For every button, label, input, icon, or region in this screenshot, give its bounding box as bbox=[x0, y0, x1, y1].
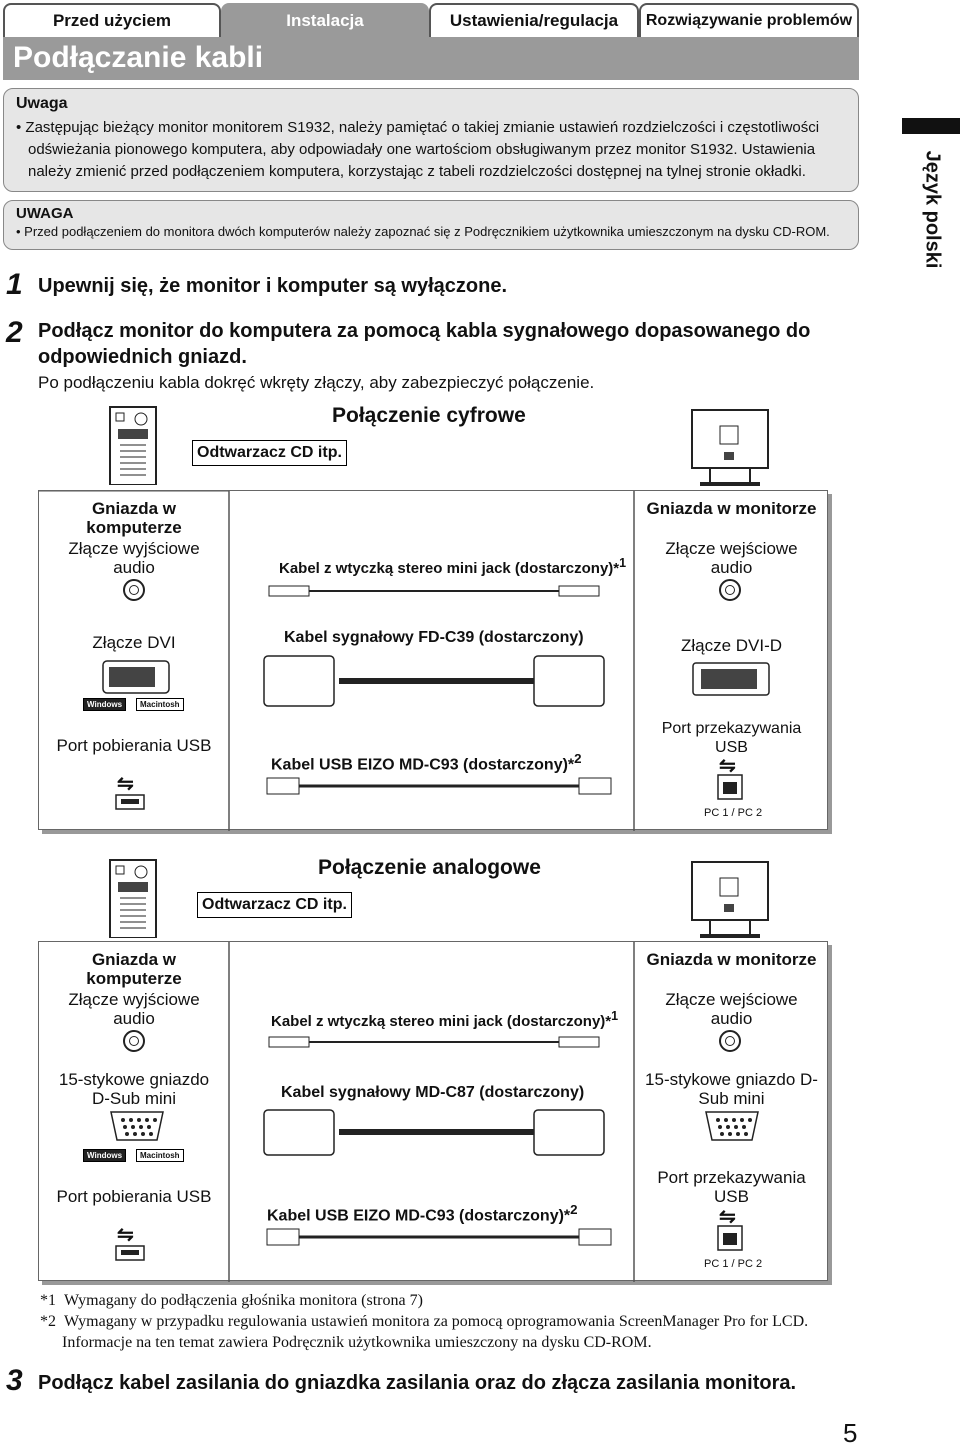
step-1-number: 1 bbox=[6, 268, 23, 301]
step-2-text: Podłącz monitor do komputera za pomocą k… bbox=[38, 320, 811, 368]
pc-tower-icon bbox=[109, 406, 157, 485]
side-tab-label: Język polski bbox=[921, 150, 944, 269]
right-head-text: Gniazda w monitorze bbox=[646, 499, 817, 518]
pc-label: PC 1 / PC 2 bbox=[704, 1258, 763, 1270]
tab-rozwiazywanie[interactable]: Rozwiązywanie problemów bbox=[639, 3, 859, 37]
audio-jack-icon bbox=[719, 1030, 741, 1052]
digital-right-head: Gniazda w monitorze bbox=[644, 499, 819, 518]
note-box-uwaga-2: UWAGA • Przed podłączeniem do monitora d… bbox=[3, 200, 859, 250]
dsub-port-icon bbox=[705, 1111, 759, 1141]
digital-left-head: Gniazda w komputerze bbox=[49, 499, 219, 537]
analog-right-video: 15-stykowe gniazdo D-Sub mini bbox=[645, 1070, 818, 1108]
footnote-1-ref: 1 bbox=[611, 1009, 619, 1023]
footnote-2-text: Wymagany w przypadku regulowania ustawie… bbox=[62, 1313, 809, 1351]
page-title: Podłączanie kabli bbox=[3, 37, 859, 80]
cd-player-box: Odtwarzacz CD itp. bbox=[197, 892, 352, 918]
digital-left-audio: Złącze wyjściowe audio bbox=[68, 539, 200, 577]
language-side-tab: Język polski bbox=[902, 118, 960, 282]
page-number: 5 bbox=[843, 1418, 858, 1448]
note2-text: • Przed podłączeniem do monitora dwóch k… bbox=[16, 224, 830, 239]
usb-icon: ⇋ bbox=[117, 773, 134, 795]
note-box-uwaga: Uwaga • Zastępując bieżący monitor monit… bbox=[3, 88, 859, 192]
dvi-port-icon bbox=[102, 660, 170, 694]
dvi-d-port-icon bbox=[692, 662, 770, 696]
digital-cable-audio: Kabel z wtyczką stereo mini jack (dostar… bbox=[279, 556, 626, 577]
digital-left-usb: Port pobierania USB bbox=[56, 736, 212, 755]
tab-instalacja[interactable]: Instalacja bbox=[221, 3, 429, 37]
audio-jack-icon bbox=[719, 579, 741, 601]
footnote-1-text: Wymagany do podłączenia głośnika monitor… bbox=[64, 1292, 423, 1309]
digital-connection-title: Połączenie cyfrowe bbox=[332, 404, 526, 427]
analog-diagram: Gniazda w komputerze Złącze wyjściowe au… bbox=[38, 941, 828, 1282]
digital-diagram: Gniazda w komputerze Złącze wyjściowe au… bbox=[38, 490, 828, 831]
note2-text-content: Przed podłączeniem do monitora dwóch kom… bbox=[24, 224, 830, 239]
windows-badge: Windows bbox=[83, 1149, 127, 1162]
digital-cable-usb: Kabel USB EIZO MD-C93 (dostarczony)*2 bbox=[271, 751, 582, 774]
audio-jack-icon bbox=[123, 579, 145, 601]
note2-title: UWAGA bbox=[16, 205, 74, 222]
left-head-text: Gniazda w komputerze bbox=[86, 950, 182, 988]
footnote-2-ref: 2 bbox=[574, 751, 582, 766]
usb-icon: ⇋ bbox=[719, 1206, 736, 1228]
footnote-2-ref: 2 bbox=[570, 1202, 578, 1217]
analog-cable-usb: Kabel USB EIZO MD-C93 (dostarczony)*2 bbox=[267, 1202, 578, 1225]
digital-divider-lines bbox=[39, 491, 635, 831]
step-1-text: Upewnij się, że monitor i komputer są wy… bbox=[38, 275, 508, 297]
step-2-number: 2 bbox=[6, 316, 23, 349]
pc-tower-icon bbox=[109, 859, 157, 938]
step-2-subtext: Po podłączeniu kabla dokręć wkręty złącz… bbox=[38, 373, 595, 392]
digital-right-usb: Port przekazywania USB bbox=[661, 720, 802, 756]
step-3-number: 3 bbox=[6, 1364, 23, 1397]
usb-b-port-icon bbox=[717, 1225, 743, 1251]
analog-right-head: Gniazda w monitorze bbox=[644, 950, 819, 969]
note-title: Uwaga bbox=[16, 95, 68, 112]
analog-right-usb: Port przekazywania USB bbox=[657, 1168, 806, 1206]
macintosh-badge: Macintosh bbox=[136, 698, 184, 711]
analog-left-audio: Złącze wyjściowe audio bbox=[68, 990, 200, 1028]
footnote-1-ref: 1 bbox=[619, 556, 627, 570]
analog-connection-title: Połączenie analogowe bbox=[318, 856, 541, 879]
monitor-back-icon bbox=[691, 409, 769, 486]
analog-left-head: Gniazda w komputerze bbox=[49, 950, 219, 988]
cable-usb-text: Kabel USB EIZO MD-C93 (dostarczony)* bbox=[267, 1207, 571, 1225]
usb-icon: ⇋ bbox=[117, 1224, 134, 1246]
note-text: • Zastępując bieżący monitor monitorem S… bbox=[16, 119, 820, 180]
analog-left-video: 15-stykowe gniazdo D-Sub mini bbox=[58, 1070, 210, 1108]
usb-a-port-icon bbox=[115, 794, 145, 810]
footnote-1-mark: *1 bbox=[40, 1292, 56, 1309]
usb-icon: ⇋ bbox=[719, 755, 736, 777]
analog-left-usb: Port pobierania USB bbox=[56, 1187, 212, 1206]
pc-label: PC 1 / PC 2 bbox=[704, 807, 763, 819]
left-head-text: Gniazda w komputerze bbox=[86, 499, 182, 537]
usb-b-port-icon bbox=[717, 774, 743, 800]
side-tab-bar bbox=[902, 118, 960, 134]
cable-usb-text: Kabel USB EIZO MD-C93 (dostarczony)* bbox=[271, 756, 575, 774]
footnote-2: *2 Wymagany w przypadku regulowania usta… bbox=[40, 1311, 850, 1353]
digital-cable-video: Kabel sygnałowy FD-C39 (dostarczony) bbox=[284, 629, 584, 646]
digital-right-audio: Złącze wejściowe audio bbox=[665, 539, 798, 577]
macintosh-badge: Macintosh bbox=[136, 1149, 184, 1162]
monitor-back-icon bbox=[691, 861, 769, 938]
note-text-content: Zastępując bieżący monitor monitorem S19… bbox=[25, 119, 820, 180]
footnote-2-mark: *2 bbox=[40, 1313, 56, 1330]
digital-right-video: Złącze DVI-D bbox=[680, 636, 783, 655]
windows-badge: Windows bbox=[83, 698, 127, 711]
cable-audio-text: Kabel z wtyczką stereo mini jack (dostar… bbox=[279, 560, 620, 577]
footnote-1: *1 Wymagany do podłączenia głośnika moni… bbox=[40, 1290, 850, 1311]
right-head-text: Gniazda w monitorze bbox=[646, 950, 817, 969]
analog-right-audio: Złącze wejściowe audio bbox=[665, 990, 798, 1028]
dsub-port-icon bbox=[110, 1111, 164, 1141]
tab-ustawienia[interactable]: Ustawienia/regulacja bbox=[429, 3, 639, 37]
analog-divider-lines bbox=[228, 942, 635, 1282]
tab-przed-uzyciem[interactable]: Przed użyciem bbox=[3, 3, 221, 37]
analog-cable-audio: Kabel z wtyczką stereo mini jack (dostar… bbox=[271, 1009, 618, 1030]
cd-player-box: Odtwarzacz CD itp. bbox=[192, 440, 347, 466]
usb-a-port-icon bbox=[115, 1245, 145, 1261]
analog-cable-video: Kabel sygnałowy MD-C87 (dostarczony) bbox=[281, 1084, 585, 1101]
audio-jack-icon bbox=[123, 1030, 145, 1052]
cable-audio-text: Kabel z wtyczką stereo mini jack (dostar… bbox=[271, 1013, 612, 1030]
step-3-text: Podłącz kabel zasilania do gniazdka zasi… bbox=[38, 1372, 797, 1394]
digital-left-video: Złącze DVI bbox=[92, 633, 176, 652]
